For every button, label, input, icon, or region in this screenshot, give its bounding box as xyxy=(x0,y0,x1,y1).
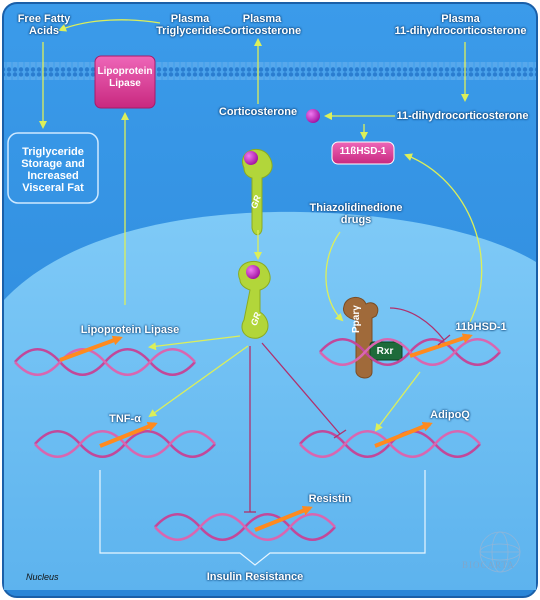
corticosterone-bound-molecule-icon xyxy=(246,265,260,279)
biocarta-logo-icon xyxy=(479,531,521,573)
ppar-gamma-label: Pparγ xyxy=(351,305,362,333)
glucocorticoid-receptor-icon-top xyxy=(242,148,273,236)
corticosterone-molecule-icon xyxy=(244,151,258,165)
dihydrocorticosterone-molecule-icon xyxy=(306,109,320,123)
dna-helix-icon-resistin xyxy=(154,505,336,541)
tnf-alpha-gene-label: TNF-α xyxy=(109,413,141,425)
insulin-resistance-label: Insulin Resistance xyxy=(206,571,304,583)
rxr-label: Rxr xyxy=(376,346,394,357)
dihydrocorticosterone-label: 11-dihydrocorticosterone xyxy=(396,110,529,122)
adipoq-gene-label: AdipoQ xyxy=(430,409,470,421)
lipoprotein-lipase-box[interactable] xyxy=(94,55,156,109)
dna-helix-icon-lpl xyxy=(14,335,196,376)
corticosterone-label: Corticosterone xyxy=(218,106,298,118)
triglyceride-storage-box xyxy=(7,132,99,204)
dna-helix-icon-tnf xyxy=(34,421,216,458)
hsd1-gene-label: 11bHSD-1 xyxy=(455,321,507,333)
inhibition-lines xyxy=(244,307,451,513)
dna-helix-icon-adipoq xyxy=(299,421,481,458)
hsd1-enzyme-label: 11ßHSD-1 xyxy=(339,146,387,157)
dna-helix-icon-hsd xyxy=(319,333,501,366)
activation-arrows xyxy=(39,19,483,432)
nucleus-region xyxy=(4,211,536,590)
insulin-resistance-bracket xyxy=(99,470,426,566)
rxr-box xyxy=(369,341,403,361)
resistin-gene-label: Resistin xyxy=(308,493,352,505)
nucleus-label: Nucleus xyxy=(26,572,59,582)
biocarta-logo-text: BIOCARTA xyxy=(462,560,515,570)
hsd1-enzyme-box[interactable] xyxy=(331,141,395,165)
glucocorticoid-receptor-icon-bottom xyxy=(238,260,271,339)
lipoprotein-lipase-gene-label: Lipoprotein Lipase xyxy=(80,324,180,336)
